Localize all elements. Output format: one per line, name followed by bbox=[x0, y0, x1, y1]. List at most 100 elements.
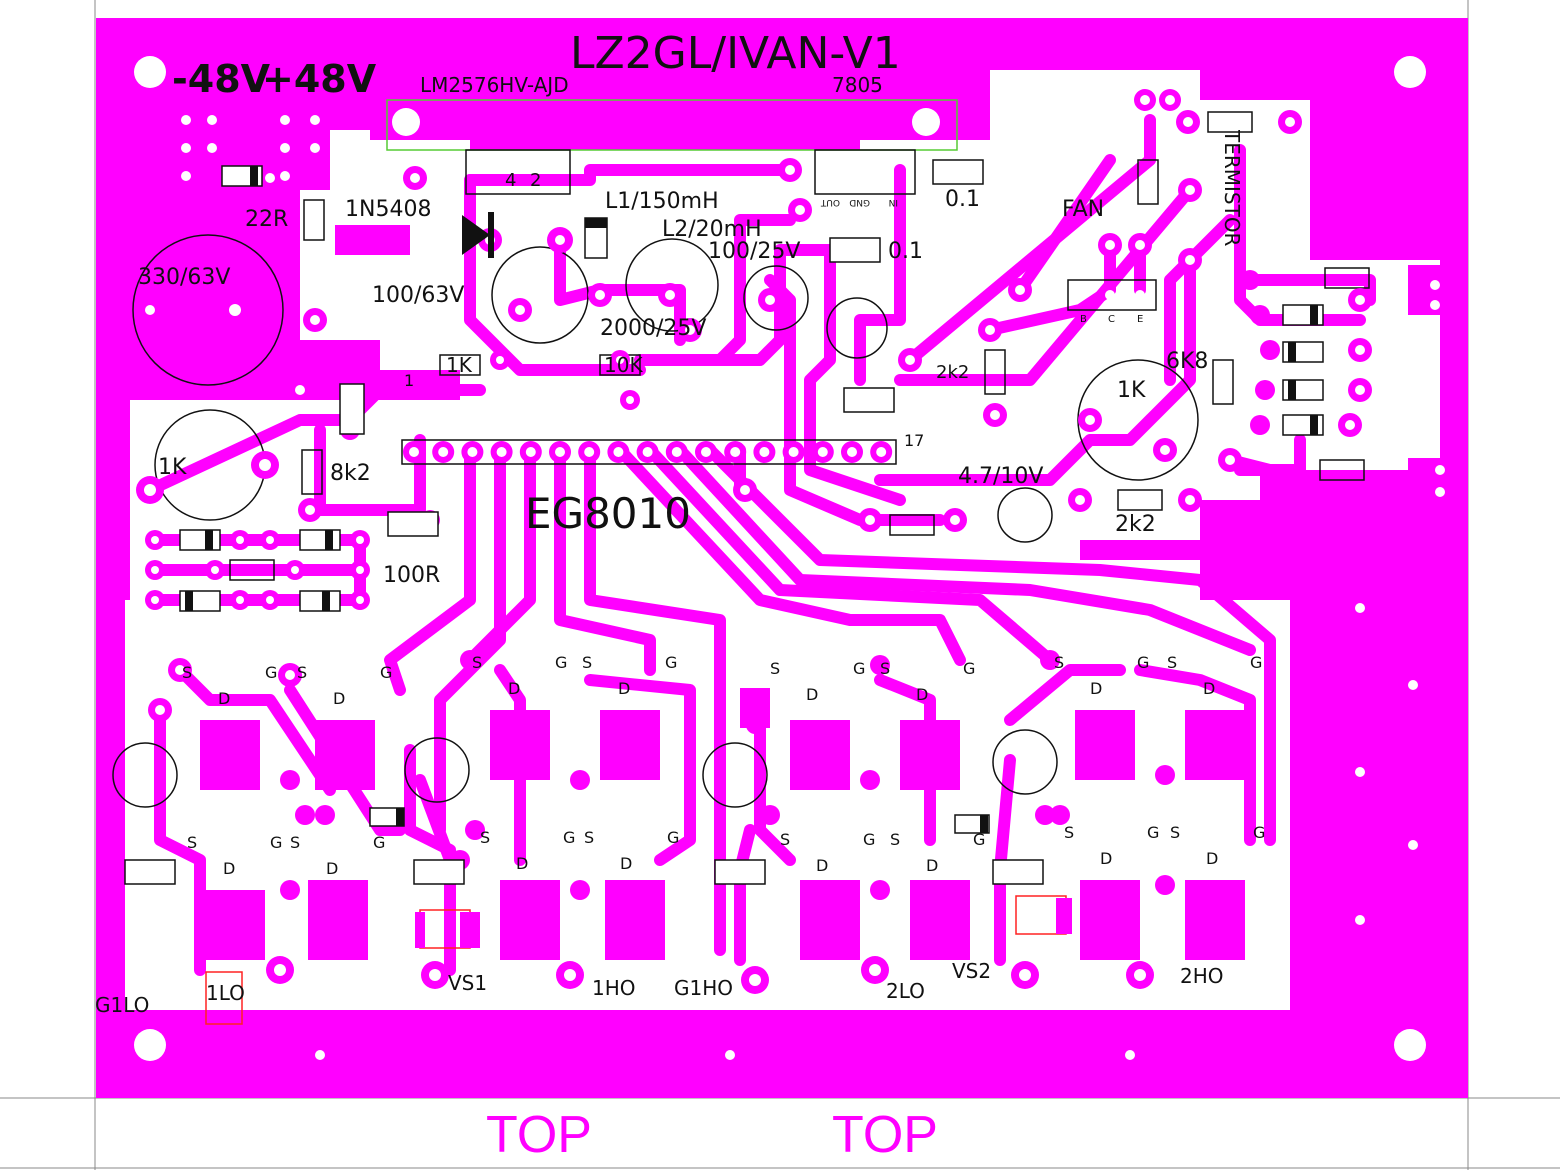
label-r10k: 10K bbox=[604, 353, 643, 377]
label-l1: L1/150mH bbox=[605, 189, 719, 214]
label-reg-out: OUT bbox=[820, 197, 840, 207]
label-g1ho: G1HO bbox=[674, 976, 733, 1000]
mosfet-pin-g: G bbox=[373, 833, 385, 852]
label-r2k2-a: 2k2 bbox=[936, 362, 969, 383]
label-r1k-a: 1K bbox=[446, 353, 473, 377]
mosfet-pin-g: G bbox=[973, 830, 985, 849]
label-c330: 330/63V bbox=[138, 265, 230, 290]
mosfet-pin-d: D bbox=[333, 689, 345, 708]
header-pins bbox=[403, 441, 893, 463]
label-pot1k-right: 1K bbox=[1117, 378, 1146, 403]
label-c100-63: 100/63V bbox=[372, 283, 464, 308]
mosfet-pin-d: D bbox=[326, 859, 338, 878]
mosfet-pin-g: G bbox=[1137, 653, 1149, 672]
mosfet-pin-d: D bbox=[618, 679, 630, 698]
label-termistor: TERMISTOR bbox=[1220, 129, 1244, 247]
mosfet-pin-s: S bbox=[297, 663, 307, 682]
header-pin-hole bbox=[642, 447, 653, 457]
header-pin-hole bbox=[788, 447, 799, 457]
mosfet-pin-g: G bbox=[270, 833, 282, 852]
mosfet-pin-s: S bbox=[472, 653, 482, 672]
diodes bbox=[179, 165, 1324, 834]
mosfet-pin-d: D bbox=[620, 854, 632, 873]
label-1n5408: 1N5408 bbox=[345, 197, 431, 222]
mosfet-pin-s: S bbox=[584, 828, 594, 847]
label-ic: EG8010 bbox=[525, 489, 691, 538]
label-c47: 4.7/10V bbox=[958, 464, 1043, 489]
mosfet-pin-d: D bbox=[926, 856, 938, 875]
mosfet-pin-g: G bbox=[563, 828, 575, 847]
label-pin1: 1 bbox=[404, 371, 414, 390]
mounting-holes bbox=[134, 56, 1426, 1061]
mosfet-pin-g: G bbox=[555, 653, 567, 672]
header-pin-hole bbox=[671, 447, 682, 457]
mosfet-pin-g: G bbox=[380, 663, 392, 682]
mosfet-pin-d: D bbox=[223, 859, 235, 878]
mosfet-pin-d: D bbox=[516, 854, 528, 873]
mosfet-pin-d: D bbox=[806, 685, 818, 704]
mosfet-pin-g: G bbox=[665, 653, 677, 672]
mosfet-pin-g: G bbox=[667, 828, 679, 847]
mosfet-pin-d: D bbox=[508, 679, 520, 698]
header-pin-hole bbox=[876, 447, 887, 457]
label-v-neg: -48V bbox=[172, 57, 271, 101]
header-pin-hole bbox=[438, 447, 449, 457]
header-pin-hole bbox=[467, 447, 478, 457]
label-r22r: 22R bbox=[245, 207, 288, 232]
label-vs2: VS2 bbox=[952, 959, 991, 983]
small-capacitors bbox=[124, 159, 1044, 885]
label-c01a: 0.1 bbox=[945, 187, 980, 212]
label-reg2: 7805 bbox=[832, 73, 883, 97]
mosfet-pin-g: G bbox=[863, 830, 875, 849]
label-c01b: 0.1 bbox=[888, 239, 923, 264]
mosfet-pin-g: G bbox=[1250, 653, 1262, 672]
label-fan-e: E bbox=[1137, 314, 1143, 325]
mosfet-pin-g: G bbox=[853, 659, 865, 678]
label-r8k2: 8k2 bbox=[330, 461, 371, 486]
label-fan: FAN bbox=[1062, 197, 1104, 222]
label-reg1: LM2576HV-AJD bbox=[420, 73, 569, 97]
mosfet-pin-s: S bbox=[780, 830, 790, 849]
label-v-pos: +48V bbox=[262, 57, 377, 101]
mosfet-pin-s: S bbox=[1064, 823, 1074, 842]
mosfet-pin-s: S bbox=[480, 828, 490, 847]
mosfet-pin-g: G bbox=[1147, 823, 1159, 842]
header-pin-hole bbox=[613, 447, 624, 457]
mosfet-pin-s: S bbox=[770, 659, 780, 678]
silkscreen-labels: LZ2GL/IVAN-V1 -48V +48V LM2576HV-AJD 780… bbox=[95, 28, 1244, 1164]
label-1lo: 1LO bbox=[206, 981, 245, 1005]
label-pin17: 17 bbox=[904, 431, 924, 450]
label-reg-in: IN bbox=[889, 197, 898, 207]
label-reg1-pin2: 2 bbox=[530, 170, 541, 191]
header-pin-hole bbox=[817, 447, 828, 457]
label-reg1-pin4: 4 bbox=[505, 170, 516, 191]
mosfet-pin-s: S bbox=[1170, 823, 1180, 842]
label-2ho: 2HO bbox=[1180, 964, 1224, 988]
mosfet-pin-d: D bbox=[1090, 679, 1102, 698]
label-reg-gnd: GND bbox=[849, 197, 870, 207]
mosfet-pin-g: G bbox=[1253, 823, 1265, 842]
mosfet-pin-s: S bbox=[290, 833, 300, 852]
mosfet-pin-d: D bbox=[1206, 849, 1218, 868]
header-pin-hole bbox=[555, 447, 565, 457]
label-g1lo: G1LO bbox=[95, 993, 149, 1017]
mosfet-pin-d: D bbox=[816, 856, 828, 875]
label-l2: L2/20mH bbox=[662, 217, 762, 242]
label-r2k2-b: 2k2 bbox=[1115, 512, 1156, 537]
label-1ho: 1HO bbox=[592, 976, 636, 1000]
pads bbox=[136, 89, 1445, 1060]
label-vs1: VS1 bbox=[448, 971, 487, 995]
label-fan-c: C bbox=[1108, 314, 1115, 325]
mosfet-pin-d: D bbox=[1203, 679, 1215, 698]
label-fan-b: B bbox=[1080, 314, 1087, 325]
header-pin-hole bbox=[759, 447, 770, 457]
board-title: LZ2GL/IVAN-V1 bbox=[570, 28, 901, 79]
label-r100r: 100R bbox=[383, 563, 440, 588]
mosfet-pin-s: S bbox=[890, 830, 900, 849]
bottom-label-top-1: TOP bbox=[486, 1106, 592, 1164]
label-2lo: 2LO bbox=[886, 979, 925, 1003]
header-pin-hole bbox=[409, 447, 419, 457]
mosfet-pin-s: S bbox=[182, 663, 192, 682]
header-pin-hole bbox=[847, 447, 857, 457]
